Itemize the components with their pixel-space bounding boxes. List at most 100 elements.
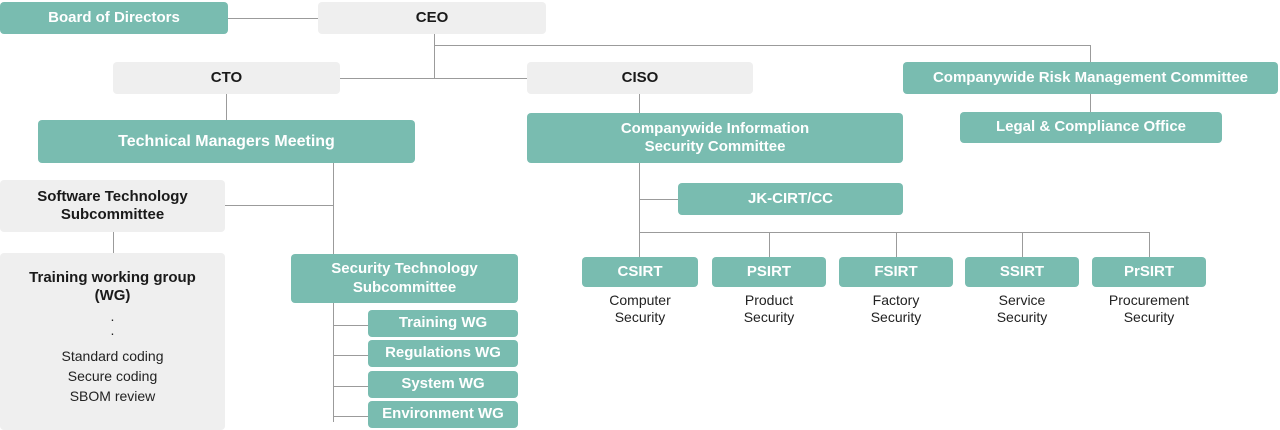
- training-wg-item: SBOM review: [69, 388, 156, 405]
- node-sirt-label: CSIRT: [617, 262, 663, 280]
- connector-sirt-drop-csirt: [639, 232, 640, 257]
- node-jk-cirt-cc[interactable]: JK-CIRT/CC: [678, 183, 903, 215]
- training-wg-item: Secure coding: [67, 367, 158, 384]
- node-risk-management-committee[interactable]: Companywide Risk Management Committee: [903, 62, 1278, 94]
- node-working-group-label: Regulations WG: [385, 344, 501, 362]
- node-technical-managers-meeting-label: Technical Managers Meeting: [118, 132, 335, 150]
- node-working-group-2[interactable]: Regulations WG: [368, 340, 518, 367]
- connector-board-to-ceo: [228, 18, 318, 19]
- connector-wg-1: [333, 325, 368, 326]
- node-sirt-label: SSIRT: [999, 262, 1045, 280]
- node-ciso[interactable]: CISO: [527, 62, 753, 94]
- node-security-technology-subcommittee[interactable]: Security Technology Subcommittee: [291, 254, 518, 303]
- node-sirt-ssirt[interactable]: SSIRT: [965, 257, 1079, 287]
- connector-ceo-bus: [434, 45, 1091, 46]
- connector-software-sub-to-training-wg: [113, 232, 114, 253]
- connector-sirt-drop-prsirt: [1149, 232, 1150, 257]
- node-cto[interactable]: CTO: [113, 62, 340, 94]
- connector-tmm-to-software-sub: [225, 205, 333, 206]
- connector-wg-2: [333, 355, 368, 356]
- connector-sirt-bus: [639, 232, 1149, 233]
- connector-sirt-drop-fsirt: [896, 232, 897, 257]
- node-training-working-group[interactable]: Training working group (WG) ·· Standard …: [0, 253, 225, 430]
- node-ceo[interactable]: CEO: [318, 2, 546, 34]
- node-security-technology-subcommittee-line1: Security Technology: [331, 260, 478, 278]
- node-working-group-label: Environment WG: [382, 405, 504, 423]
- node-working-group-label: System WG: [401, 375, 485, 393]
- node-software-technology-subcommittee-line1: Software Technology: [37, 187, 188, 205]
- caption-sirt-line2: Security: [614, 309, 666, 326]
- node-sirt-label: FSIRT: [874, 262, 918, 280]
- caption-sirt-line1: Service: [998, 292, 1046, 308]
- node-working-group-1[interactable]: Training WG: [368, 310, 518, 337]
- node-training-working-group-title-line2: (WG): [94, 287, 131, 305]
- caption-sirt-line2: Security: [870, 309, 922, 326]
- node-training-working-group-title-line1: Training working group: [29, 269, 196, 286]
- connector-ceo-to-risk-committee: [1090, 45, 1091, 62]
- node-info-security-committee-text: Companywide Information Security Committ…: [527, 120, 903, 157]
- node-cto-label: CTO: [210, 68, 243, 86]
- connector-wg-4: [333, 416, 368, 417]
- connector-isc-to-jkcirt: [639, 199, 678, 200]
- node-software-technology-subcommittee-text: Software Technology Subcommittee: [0, 188, 225, 225]
- connector-isc-spine: [639, 163, 640, 232]
- node-training-working-group-dots: ··: [110, 310, 115, 341]
- node-jk-cirt-cc-label: JK-CIRT/CC: [748, 189, 833, 207]
- connector-wg-3: [333, 386, 368, 387]
- node-board-of-directors[interactable]: Board of Directors: [0, 2, 228, 34]
- connector-ceo-to-cto-level: [434, 45, 435, 78]
- caption-sirt-line2: Security: [1123, 309, 1175, 326]
- caption-sirt-line2: Security: [743, 309, 795, 326]
- node-info-security-committee-line2: Security Committee: [644, 138, 786, 155]
- connector-cto-to-tmm: [226, 94, 227, 120]
- caption-sirt-line1: Procurement: [1108, 292, 1190, 308]
- node-software-technology-subcommittee[interactable]: Software Technology Subcommittee: [0, 180, 225, 232]
- node-sirt-label: PrSIRT: [1123, 262, 1174, 280]
- connector-sirt-drop-psirt: [769, 232, 770, 257]
- node-sirt-psirt[interactable]: PSIRT: [712, 257, 826, 287]
- node-training-working-group-text: Training working group (WG) ·· Standard …: [0, 253, 225, 406]
- connector-ciso-to-isc: [639, 94, 640, 113]
- node-sirt-fsirt[interactable]: FSIRT: [839, 257, 953, 287]
- connector-risk-to-legal: [1090, 94, 1091, 112]
- node-sirt-prsirt[interactable]: PrSIRT: [1092, 257, 1206, 287]
- caption-sirt-line1: Product: [744, 292, 794, 308]
- connector-sirt-drop-ssirt: [1022, 232, 1023, 257]
- node-board-of-directors-label: Board of Directors: [48, 8, 180, 26]
- node-working-group-4[interactable]: Environment WG: [368, 401, 518, 428]
- node-security-technology-subcommittee-text: Security Technology Subcommittee: [291, 260, 518, 297]
- node-info-security-committee[interactable]: Companywide Information Security Committ…: [527, 113, 903, 163]
- node-legal-compliance-office[interactable]: Legal & Compliance Office: [960, 112, 1222, 143]
- node-risk-management-committee-label: Companywide Risk Management Committee: [932, 68, 1249, 86]
- node-security-technology-subcommittee-line2: Subcommittee: [352, 278, 457, 296]
- caption-sirt-line1: Factory: [872, 292, 920, 308]
- node-ciso-label: CISO: [621, 68, 659, 86]
- node-legal-compliance-office-label: Legal & Compliance Office: [995, 118, 1187, 136]
- node-technical-managers-meeting[interactable]: Technical Managers Meeting: [38, 120, 415, 163]
- node-working-group-label: Training WG: [398, 314, 488, 332]
- training-wg-item: Standard coding: [61, 347, 164, 364]
- node-ceo-label: CEO: [415, 8, 449, 26]
- connector-ceo-down: [434, 34, 435, 45]
- node-software-technology-subcommittee-line2: Subcommittee: [60, 206, 165, 223]
- node-sirt-csirt[interactable]: CSIRT: [582, 257, 698, 287]
- node-working-group-3[interactable]: System WG: [368, 371, 518, 398]
- node-sirt-label: PSIRT: [746, 262, 792, 280]
- caption-sirt-line2: Security: [996, 309, 1048, 326]
- node-info-security-committee-line1: Companywide Information: [620, 119, 810, 137]
- connector-tmm-spine: [333, 163, 334, 254]
- caption-sirt-line1: Computer: [609, 292, 671, 308]
- connector-security-sub-spine: [333, 303, 334, 422]
